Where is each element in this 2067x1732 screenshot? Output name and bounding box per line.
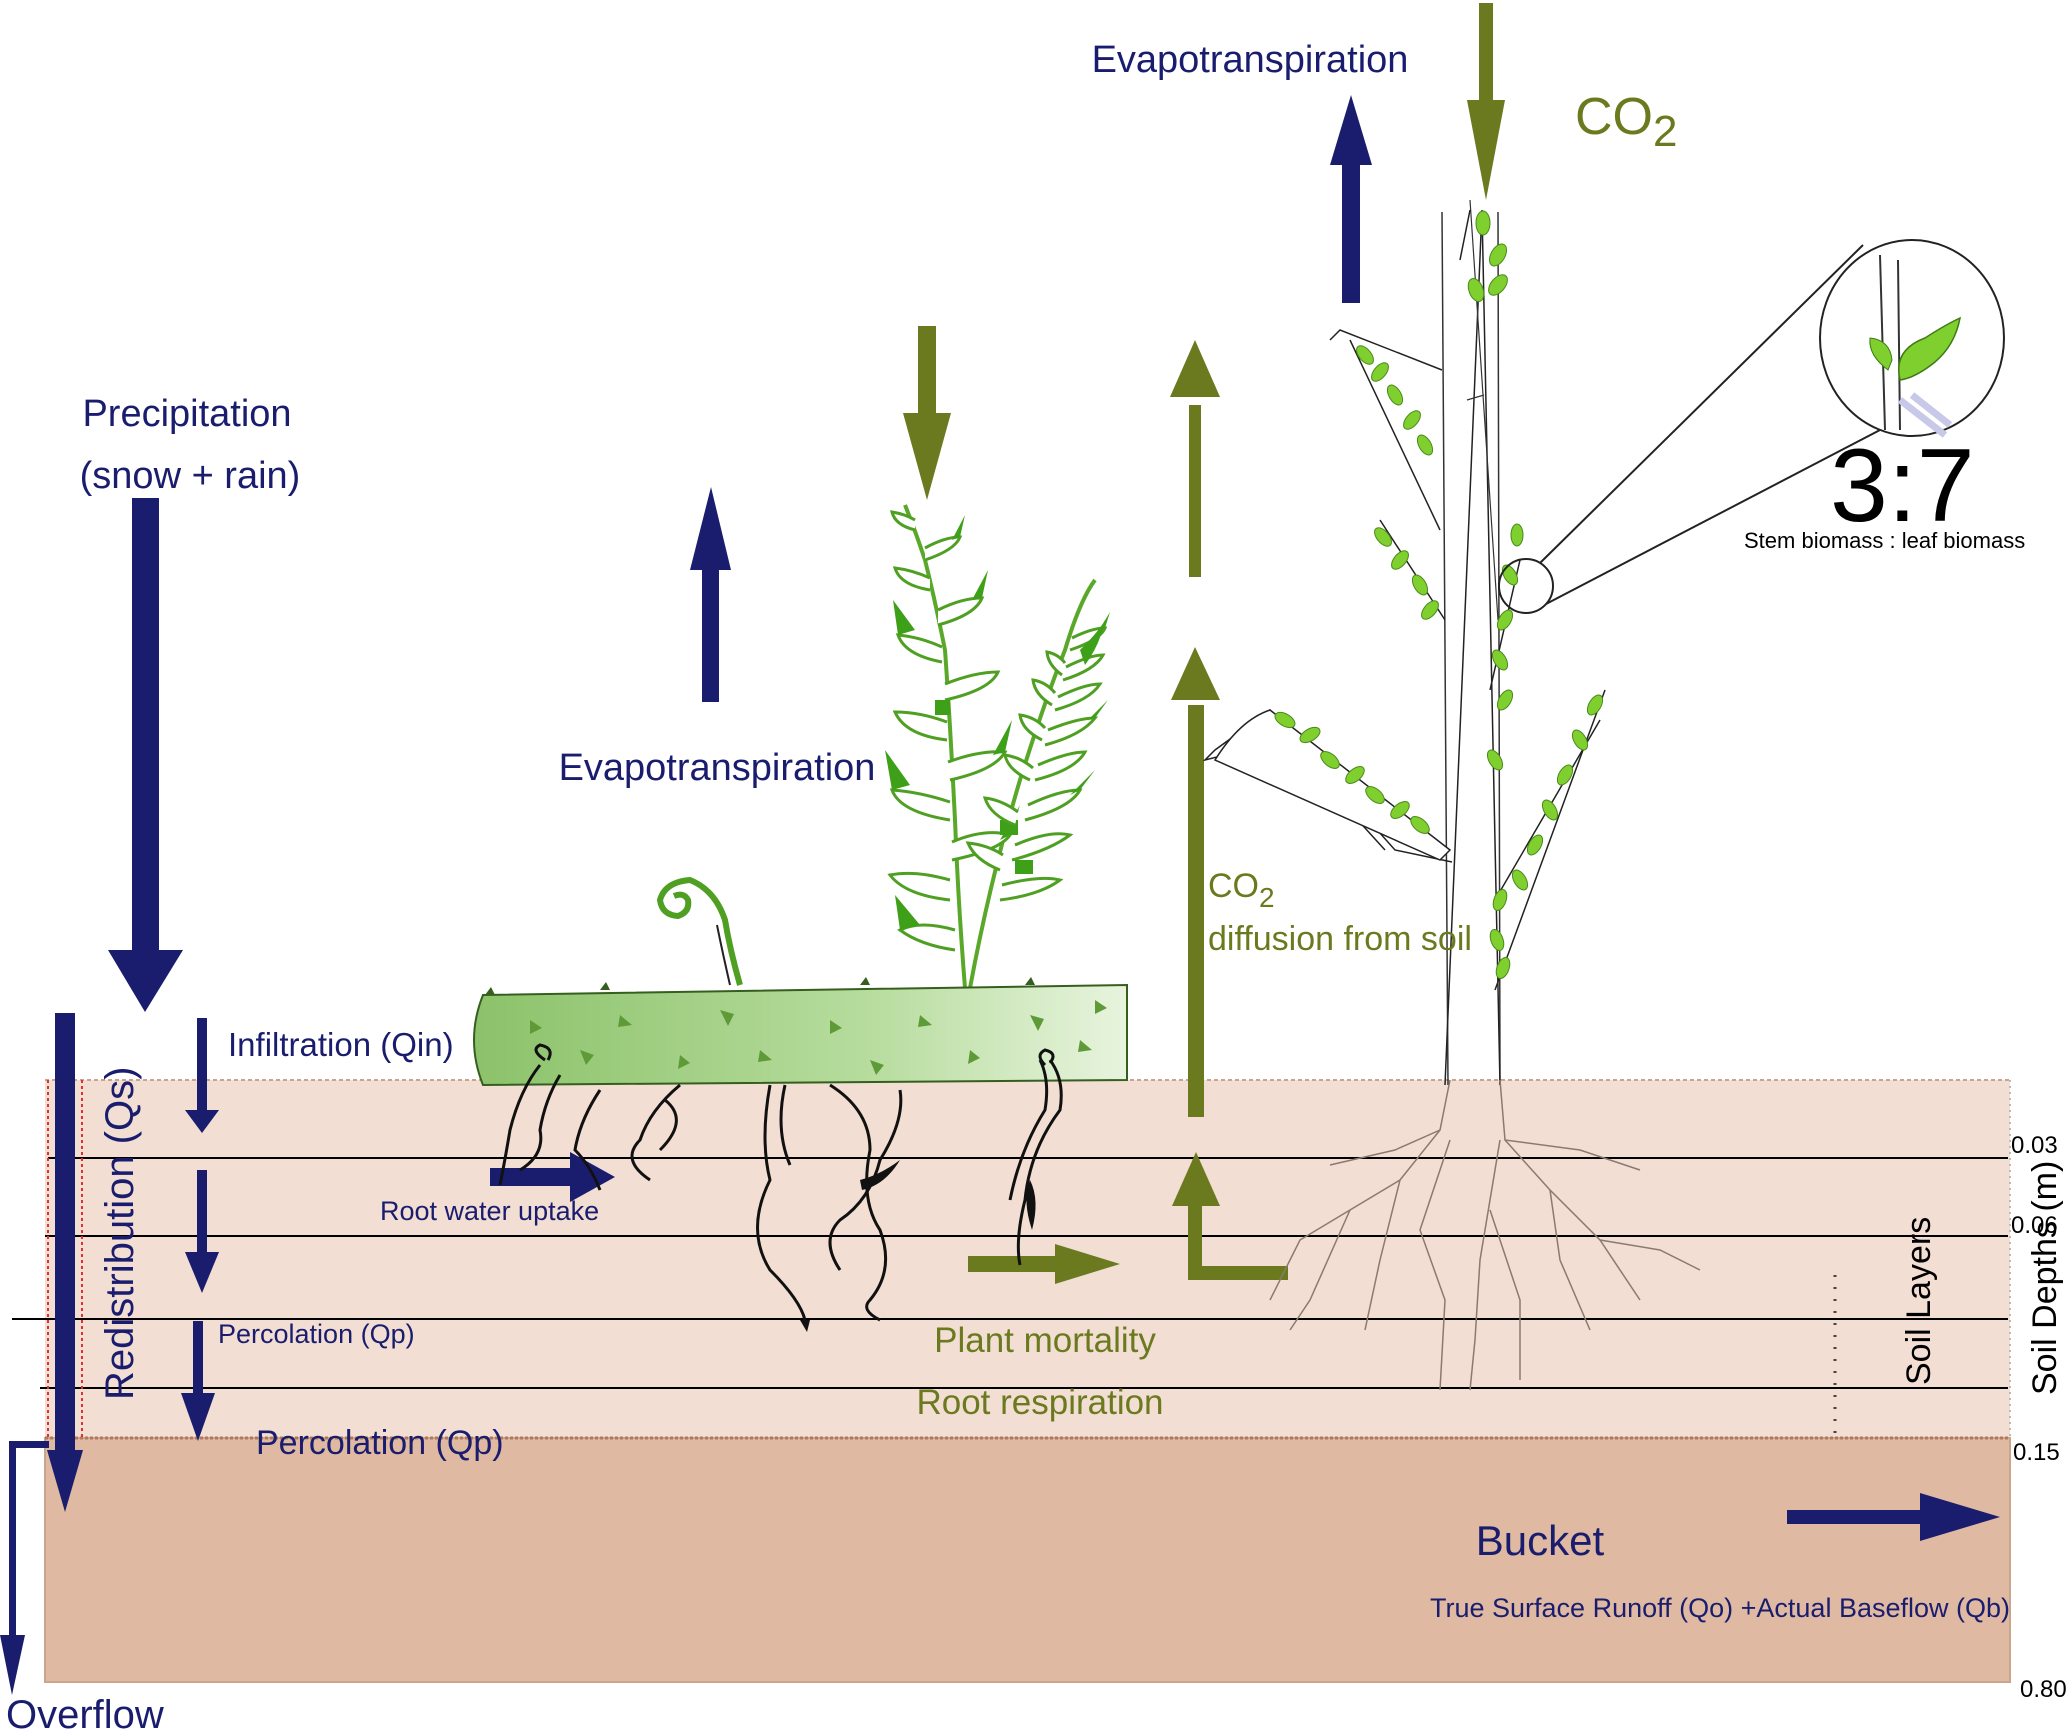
percolation-arrow-1-icon [185,1170,219,1293]
tree-icon [1202,199,1701,1391]
co2-lshape-arrow-icon [1172,1152,1288,1280]
carbon-arrows [903,3,1505,1284]
co2-soil-label: CO2 [1208,867,1275,913]
redistribution-arrow-icon [47,1013,83,1512]
percolation-1-label: Percolation (Qp) [218,1319,415,1349]
precipitation-arrow-icon [108,498,183,1012]
ratio-label: 3:7 [1830,428,1975,544]
plant-mortality-arrow-icon [968,1244,1120,1284]
overflow-arrow-icon [0,1441,49,1695]
co2-diffusion-label: diffusion from soil [1208,920,1472,958]
co2-soil-main: CO [1208,867,1259,905]
percolation-arrow-2-icon [181,1321,215,1441]
precipitation-sub-label: (snow + rain) [80,455,301,497]
root-water-uptake-label: Root water uptake [380,1196,599,1226]
ratio-caption: Stem biomass : leaf biomass [1744,528,2025,553]
plant-mortality-label: Plant mortality [934,1321,1156,1360]
infiltration-label: Infiltration (Qin) [228,1026,454,1063]
co2-upper-arrow-icon [1170,340,1220,577]
depth-080: 0.80 [2020,1676,2067,1703]
fern-icon [656,504,1110,989]
water-arrows [0,95,2000,1695]
evapotranspiration-left-arrow-icon [690,487,731,702]
infiltration-arrow-icon [185,1018,219,1133]
co2-soil-sub: 2 [1259,882,1275,913]
co2-top-main: CO [1575,88,1653,146]
co2-fern-arrow-icon [903,326,951,500]
depth-006: 0.06 [2011,1212,2058,1239]
evapotranspiration-left-label: Evapotranspiration [559,747,876,789]
evapotranspiration-top-label: Evapotranspiration [1092,39,1409,81]
runoff-label: True Surface Runoff (Qo) +Actual Baseflo… [1430,1593,2010,1623]
soil-profile [12,1079,2011,1683]
evapotranspiration-top-arrow-icon [1330,95,1372,303]
log-icon [473,977,1128,1332]
redistribution-label: Redistribution (Qs) [98,1067,142,1400]
magnifier-icon [1498,239,2005,614]
co2-top-label: CO2 [1575,88,1677,156]
percolation-2-label: Percolation (Qp) [256,1424,504,1462]
soil-layers-label: Soil Layers [1900,1217,1938,1385]
precipitation-label: Precipitation [82,393,291,435]
soil-depths-label: Soil Depths (m) [2026,1161,2064,1395]
co2-top-arrow-icon [1467,3,1505,200]
labels: Precipitation (snow + rain) Evapotranspi… [6,39,2067,1732]
overflow-label: Overflow [6,1693,164,1732]
co2-diffusion-arrow-icon [1171,647,1220,1117]
soil-bucket-layer [44,1437,2011,1683]
co2-top-sub: 2 [1653,107,1677,156]
depth-015: 0.15 [2013,1439,2060,1466]
root-respiration-label: Root respiration [916,1383,1163,1422]
bucket-outflow-arrow-icon [1787,1493,2000,1541]
depth-003: 0.03 [2011,1132,2058,1159]
bucket-label: Bucket [1476,1517,1605,1564]
